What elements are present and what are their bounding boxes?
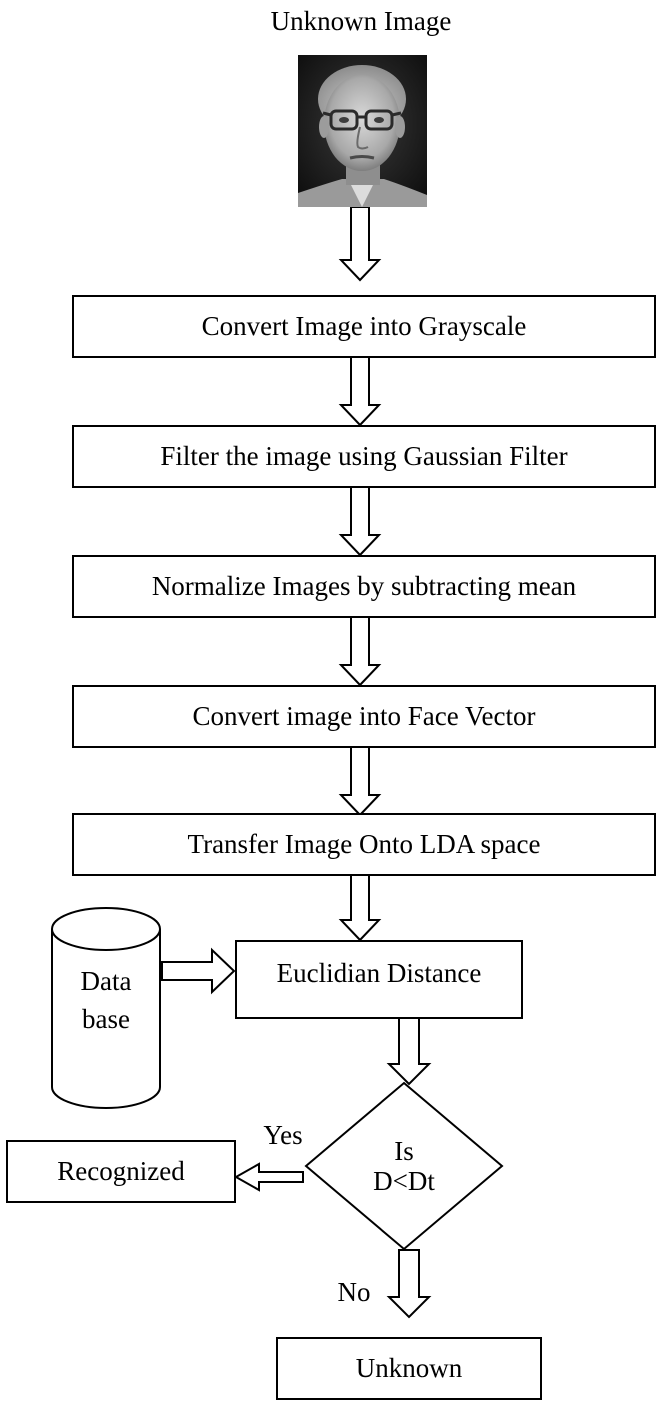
arrow-down-6 xyxy=(338,874,382,942)
euclidian-distance-label: Euclidian Distance xyxy=(276,958,482,988)
diagram-title: Unknown Image xyxy=(270,6,452,36)
no-label: No xyxy=(337,1277,371,1307)
decision-label-line1: Is xyxy=(394,1136,414,1166)
step-normalize-label: Normalize Images by subtracting mean xyxy=(151,571,577,601)
decision-diamond xyxy=(304,1081,504,1251)
step-lda-space: Transfer Image Onto LDA space xyxy=(72,813,656,876)
face-photo xyxy=(298,55,427,207)
unknown-box: Unknown xyxy=(276,1337,542,1400)
step-gaussian-filter-label: Filter the image using Gaussian Filter xyxy=(160,441,568,471)
step-gaussian-filter: Filter the image using Gaussian Filter xyxy=(72,425,656,488)
database-label-line2: base xyxy=(82,1004,130,1034)
step-normalize: Normalize Images by subtracting mean xyxy=(72,555,656,618)
arrow-down-8 xyxy=(386,1249,432,1319)
arrow-down-4 xyxy=(338,616,382,687)
arrow-down-3 xyxy=(338,486,382,557)
step-face-vector: Convert image into Face Vector xyxy=(72,685,656,748)
step-face-vector-label: Convert image into Face Vector xyxy=(192,701,536,731)
step-grayscale-label: Convert Image into Grayscale xyxy=(201,311,527,341)
arrow-down-5 xyxy=(338,746,382,817)
unknown-label: Unknown xyxy=(355,1353,463,1383)
database-cylinder xyxy=(51,907,161,1109)
arrow-down-1 xyxy=(338,206,382,282)
database-label-line1: Data xyxy=(80,966,132,996)
recognized-box: Recognized xyxy=(6,1140,236,1203)
recognized-label: Recognized xyxy=(57,1156,185,1186)
decision-label-line2: D<Dt xyxy=(373,1166,435,1196)
yes-label: Yes xyxy=(263,1120,303,1150)
arrow-down-2 xyxy=(338,356,382,427)
step-grayscale: Convert Image into Grayscale xyxy=(72,295,656,358)
arrow-right-database xyxy=(161,947,236,995)
euclidian-distance-box: Euclidian Distance xyxy=(235,940,523,1019)
step-lda-space-label: Transfer Image Onto LDA space xyxy=(187,829,541,859)
arrow-left-yes xyxy=(233,1162,304,1192)
arrow-down-7 xyxy=(386,1017,432,1086)
